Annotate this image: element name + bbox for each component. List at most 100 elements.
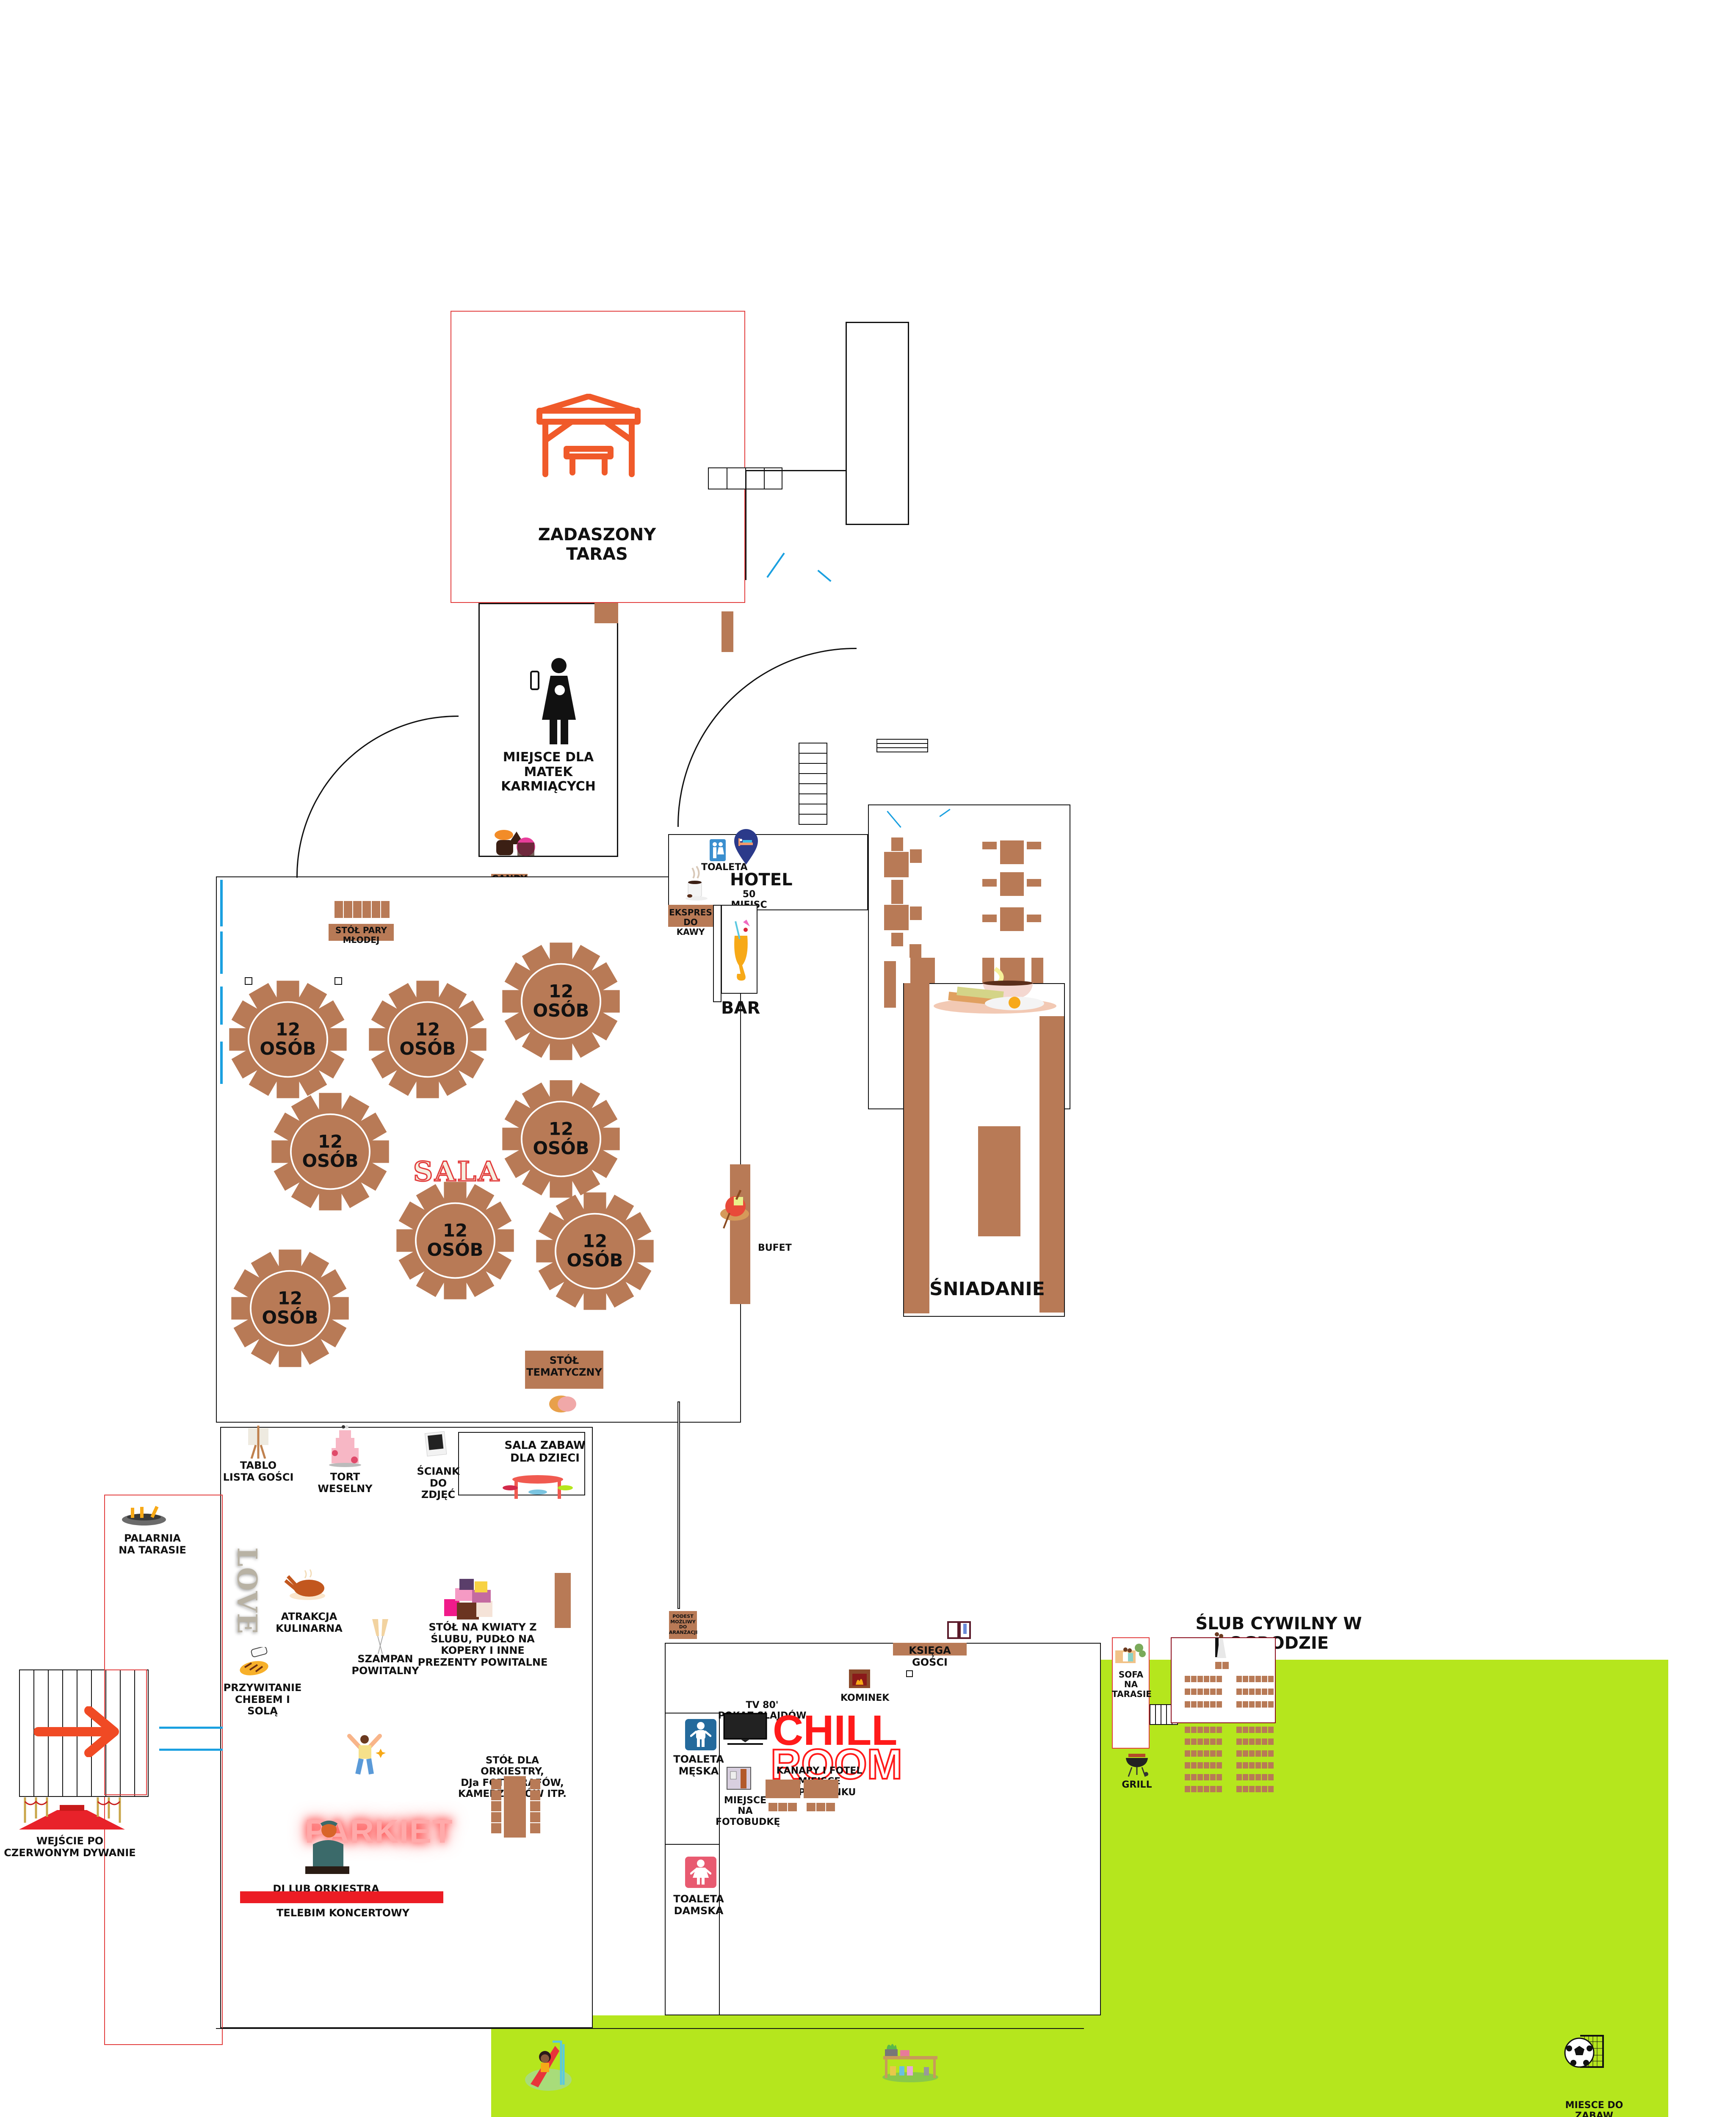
ceremony-seat — [1262, 1689, 1267, 1695]
ceremony-seat — [1197, 1762, 1203, 1769]
guest-book-label: KSIĘGA GOŚCI — [909, 1644, 951, 1668]
stage-platform — [669, 1611, 697, 1639]
label-line: KAWY — [676, 927, 705, 937]
label-line: LISTA GOŚCI — [223, 1471, 294, 1483]
label-line: PRZYWITANIE — [223, 1682, 302, 1694]
dancer-icon — [339, 1730, 390, 1780]
label-line: ZADASZONY — [538, 525, 656, 544]
label-line: DO ZDJĘĆ — [421, 1477, 456, 1501]
hotel-label: HOTEL — [730, 870, 793, 890]
ceremony-seat — [1255, 1701, 1261, 1708]
ceremony-seat — [1210, 1676, 1216, 1682]
ceremony-seat — [1204, 1727, 1209, 1733]
window — [220, 987, 223, 1025]
polaroid-icon — [421, 1426, 451, 1460]
ceremony-seat — [1268, 1786, 1274, 1792]
chair — [276, 981, 299, 1003]
label-line: TOALETA — [673, 1893, 724, 1905]
breakfast-table — [1039, 1016, 1064, 1313]
chair — [416, 981, 439, 1003]
bar-area — [721, 905, 757, 994]
ceremony-seat — [1236, 1689, 1242, 1695]
chair — [550, 1037, 572, 1060]
wedding-cake-icon — [326, 1423, 364, 1469]
sofa — [766, 1780, 800, 1798]
label-line: MIEJSCE NA — [724, 1795, 767, 1817]
covered-terrace-area — [451, 311, 745, 603]
ceremony-seat — [1191, 1676, 1197, 1682]
ceremony-seat — [1249, 1750, 1255, 1757]
pillar — [906, 1670, 913, 1677]
ceremony-seat — [1255, 1727, 1261, 1733]
ceremony-seat — [1262, 1786, 1267, 1792]
chair — [416, 1075, 439, 1098]
label-line: STÓŁ DLA ORKIESTRY, — [481, 1755, 544, 1777]
ceremony-seat — [1216, 1727, 1222, 1733]
flowers-table — [555, 1573, 571, 1628]
ceremony-seat — [1204, 1750, 1209, 1757]
entrance-door[interactable] — [159, 1727, 223, 1729]
ceremony-seat-row — [1236, 1727, 1274, 1733]
label-line: MĘSKA — [678, 1765, 719, 1777]
roast-turkey-icon — [282, 1567, 328, 1605]
ceremony-seat — [1262, 1727, 1267, 1733]
hall-arc-left — [296, 716, 459, 878]
orchestra-chairs — [530, 1779, 540, 1833]
ceremony-seat — [1210, 1750, 1216, 1757]
herb-shelf-icon — [881, 2041, 940, 2083]
buffet-table — [730, 1164, 750, 1304]
breakfast-seat — [1027, 842, 1041, 849]
stage-label: PODEST MOŻLIWY DO ARANŻACJI — [669, 1614, 697, 1636]
ceremony-seat — [1216, 1689, 1222, 1695]
label-line: STÓŁ NA KWIATY Z — [428, 1621, 537, 1633]
ceremony-seat — [1191, 1701, 1197, 1708]
chair — [319, 1093, 342, 1116]
ceremony-seat-row — [1236, 1676, 1274, 1682]
window — [220, 1042, 223, 1084]
orchestra-chairs — [491, 1779, 501, 1833]
armchairs — [807, 1803, 835, 1811]
chair — [444, 1182, 467, 1205]
ceremony-seat — [1197, 1738, 1203, 1745]
breakfast-seat — [910, 849, 922, 863]
ceremony-seat — [1204, 1774, 1209, 1780]
nursing-room — [478, 603, 618, 857]
man-icon — [685, 1719, 716, 1750]
book-icon — [944, 1617, 974, 1643]
chair — [279, 1249, 301, 1272]
pillar — [334, 977, 342, 985]
chair — [583, 1287, 606, 1310]
stairs-hotel-2 — [876, 739, 928, 752]
label-line: NA TARASIE — [119, 1544, 186, 1556]
ceremony-seat — [1210, 1689, 1216, 1695]
ceremony-seat — [1185, 1762, 1190, 1769]
label-line: FOTOBUDKĘ — [716, 1816, 780, 1827]
entrance-door[interactable] — [159, 1749, 223, 1751]
ceremony-seat — [1249, 1689, 1255, 1695]
table-capacity: 12 — [582, 1231, 608, 1252]
ceremony-seat — [1216, 1762, 1222, 1769]
bar-label: BAR — [721, 998, 760, 1018]
label-line: DAMSKA — [674, 1904, 724, 1917]
coffee-cup-icon — [682, 864, 711, 902]
ceremony-seat — [1210, 1774, 1216, 1780]
grill-icon — [1122, 1749, 1152, 1778]
red-carpet-icon — [19, 1791, 125, 1833]
ceremony-seat — [1243, 1762, 1248, 1769]
label-line: KOPERY I INNE — [441, 1644, 525, 1657]
ceremony-seat — [1262, 1750, 1267, 1757]
ceremony-seat — [1262, 1676, 1267, 1682]
ceremony-seat — [1243, 1727, 1248, 1733]
ceremony-seat — [1236, 1727, 1242, 1733]
ceremony-seat-row — [1236, 1689, 1274, 1695]
cocktail-icon — [728, 919, 754, 982]
ceremony-seat — [1216, 1676, 1222, 1682]
